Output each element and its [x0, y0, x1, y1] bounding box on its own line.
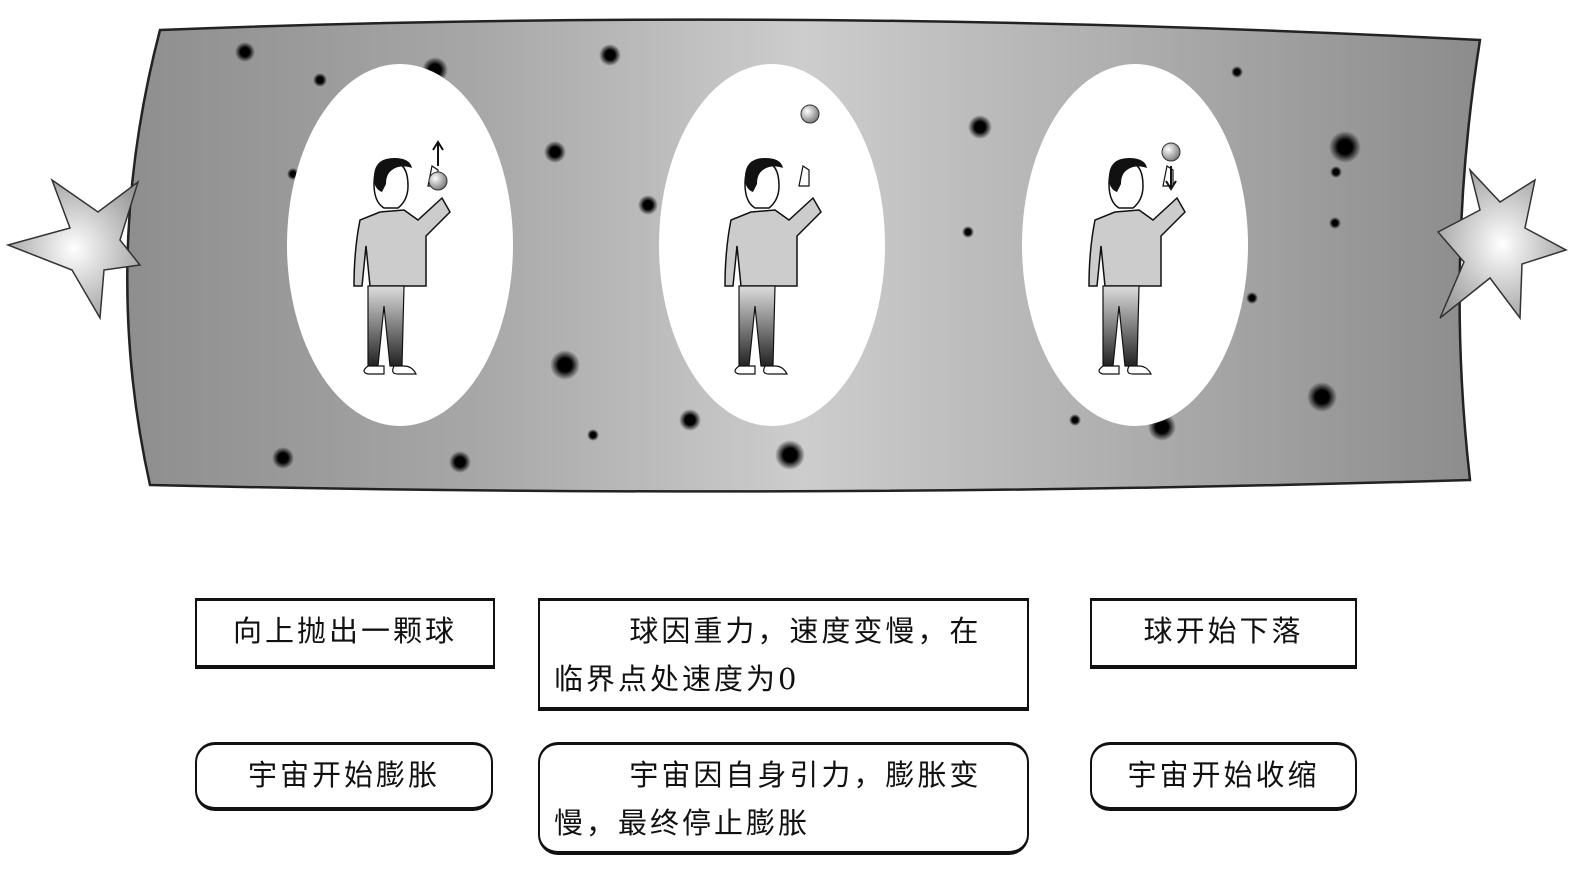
ball-1	[428, 171, 448, 191]
ball-2	[800, 104, 820, 124]
arrow-down-icon	[1165, 166, 1177, 191]
galaxy-dots	[235, 42, 1361, 473]
ball-step-2-box: 球因重力，速度变慢，在临界点处速度为0	[538, 598, 1029, 711]
left-burst-star	[5, 178, 142, 321]
universe-step-2-box: 宇宙因自身引力，膨胀变慢，最终停止膨胀	[538, 742, 1029, 855]
ball-3	[1161, 142, 1181, 162]
ball-step-3-box: 球开始下落	[1090, 598, 1357, 669]
right-burst-star	[1436, 167, 1568, 321]
universe-illustration	[5, 18, 1568, 493]
universe-step-1-box: 宇宙开始膨胀	[195, 742, 493, 811]
universe-step-3-box: 宇宙开始收缩	[1090, 742, 1357, 811]
ball-step-1-box: 向上抛出一颗球	[195, 598, 495, 669]
arrow-up-icon	[432, 140, 444, 166]
